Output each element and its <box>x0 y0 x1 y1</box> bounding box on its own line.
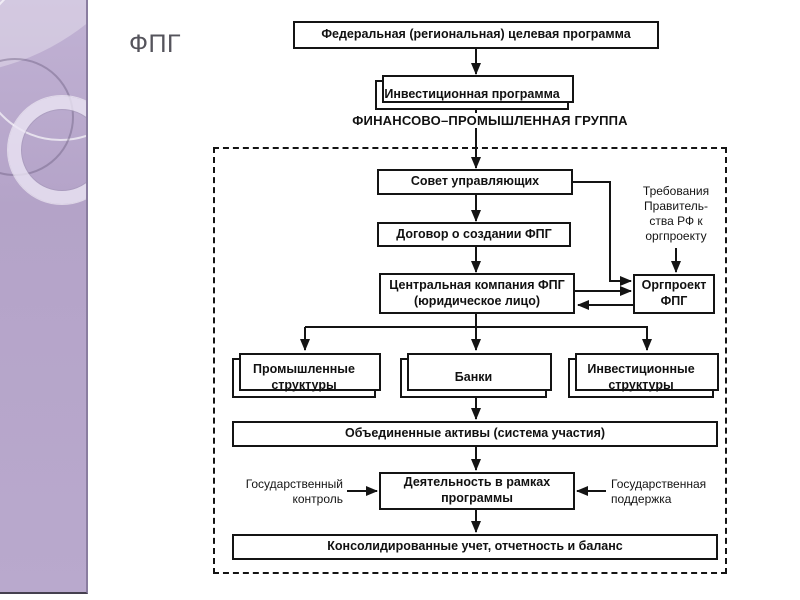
node-label: (юридическое лицо) <box>413 293 541 308</box>
slide-sidebar-decoration <box>0 0 88 594</box>
node-label: Консолидированные учет, отчетность и бал… <box>327 539 623 554</box>
annotation-government-requirements: Требования Правитель- ства РФ к оргпроек… <box>642 184 710 243</box>
node-investment-program: Инвестиционная программа <box>375 75 574 110</box>
fpg-dashed-boundary <box>213 147 727 574</box>
node-federal-program: Федеральная (региональная) целевая прогр… <box>293 21 659 49</box>
node-governing-council: Совет управляющих <box>377 169 573 195</box>
node-label: Инвестиционная программа <box>384 87 560 102</box>
node-program-activity: Деятельность в рамках программы <box>379 472 575 510</box>
slide-title: ФПГ <box>129 30 182 58</box>
node-investment-structures: Инвестиционные структуры <box>568 353 719 398</box>
node-org-project: Оргпроект ФПГ <box>633 274 715 314</box>
node-label: Центральная компания ФПГ <box>389 277 565 292</box>
fpg-group-label: ФИНАНСОВО–ПРОМЫШЛЕННАЯ ГРУППА <box>330 113 650 128</box>
node-banks: Банки <box>400 353 552 398</box>
node-label: Промышленные структуры <box>253 362 355 392</box>
annotation-state-support: Государственная поддержка <box>611 477 707 506</box>
node-central-company: Центральная компания ФПГ (юридическое ли… <box>379 273 575 314</box>
node-label: Совет управляющих <box>410 174 540 189</box>
node-label: Договор о создании ФПГ <box>396 226 552 241</box>
node-consolidated-accounting: Консолидированные учет, отчетность и бал… <box>232 534 718 560</box>
node-creation-agreement: Договор о создании ФПГ <box>377 222 571 247</box>
node-label: Банки <box>454 370 493 385</box>
node-joint-assets: Объединенные активы (система участия) <box>232 421 718 447</box>
annotation-state-control: Государственный контроль <box>245 477 343 506</box>
node-label: Оргпроект ФПГ <box>641 278 707 308</box>
node-label: Объединенные активы (система участия) <box>344 426 606 441</box>
node-industrial-structures: Промышленные структуры <box>232 353 381 398</box>
node-label: Деятельность в рамках программы <box>403 475 551 505</box>
node-label: Инвестиционные структуры <box>587 362 695 392</box>
node-label: Федеральная (региональная) целевая прогр… <box>321 27 631 42</box>
